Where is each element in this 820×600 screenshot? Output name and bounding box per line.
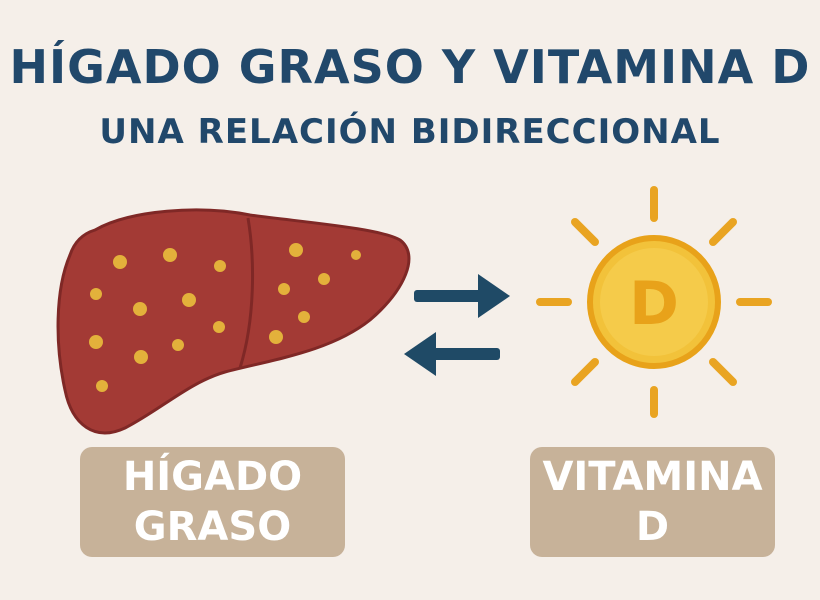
vitamin-d-label-line1: VITAMINA xyxy=(542,454,763,500)
liver-lobe-line xyxy=(238,217,255,369)
liver-shape xyxy=(56,208,411,435)
fat-spot xyxy=(214,260,226,272)
fat-spot xyxy=(298,311,310,323)
fat-spot xyxy=(134,350,148,364)
fat-spot xyxy=(113,255,127,269)
fat-spot xyxy=(133,302,147,316)
fat-spot xyxy=(96,380,108,392)
sun-disc-inner xyxy=(600,248,708,356)
fat-spot xyxy=(172,339,184,351)
page-subtitle: UNA RELACIÓN BIDIRECCIONAL xyxy=(99,112,721,152)
liver-icon xyxy=(56,208,411,435)
fat-spot xyxy=(213,321,225,333)
vitamin-d-label: VITAMINA D xyxy=(530,447,775,557)
fat-spot xyxy=(163,248,177,262)
fat-spot xyxy=(289,243,303,257)
sun-letter: D xyxy=(629,269,679,339)
arrow-right-icon xyxy=(414,274,510,318)
vitamin-d-label-line2: D xyxy=(635,504,670,550)
fatty-liver-label-line1: HÍGADO xyxy=(122,454,303,500)
arrow-left-icon xyxy=(404,332,500,376)
fat-spot xyxy=(278,283,290,295)
sun-icon: D xyxy=(536,186,772,418)
fat-spot xyxy=(90,288,102,300)
fatty-liver-label: HÍGADO GRASO xyxy=(80,447,345,557)
page-title: HÍGADO GRASO Y VITAMINA D xyxy=(9,40,811,94)
fat-spot xyxy=(182,293,196,307)
fatty-liver-label-line2: GRASO xyxy=(133,504,292,550)
sun-rays xyxy=(536,186,772,418)
fat-spot xyxy=(351,250,361,260)
fat-spot xyxy=(89,335,103,349)
fat-spot xyxy=(318,273,330,285)
fat-spot xyxy=(269,330,283,344)
fat-spots xyxy=(89,243,361,392)
